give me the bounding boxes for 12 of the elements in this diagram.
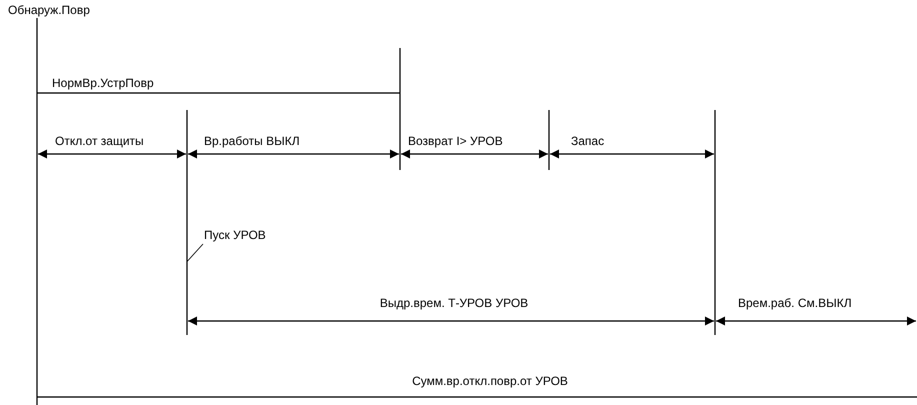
interval-label: Возврат I> УРОВ <box>408 134 503 148</box>
interval-label: Выдр.врем. Т-УРОВ УРОВ <box>380 296 528 310</box>
interval-label: Сумм.вр.откл.повр.от УРОВ <box>412 374 568 388</box>
interval-label: НормВр.УстрПовр <box>52 76 154 90</box>
interval-label: Врем.раб. См.ВЫКЛ <box>738 296 852 310</box>
interval-label: Откл.от защиты <box>55 134 144 148</box>
leader-line <box>186 244 204 262</box>
interval-label: Вр.работы ВЫКЛ <box>204 134 300 148</box>
time-marker-line <box>186 110 188 335</box>
event-label: Обнаруж.Повр <box>8 3 90 17</box>
interval-label: Запас <box>571 134 604 148</box>
event-label: Пуск УРОВ <box>204 228 266 242</box>
